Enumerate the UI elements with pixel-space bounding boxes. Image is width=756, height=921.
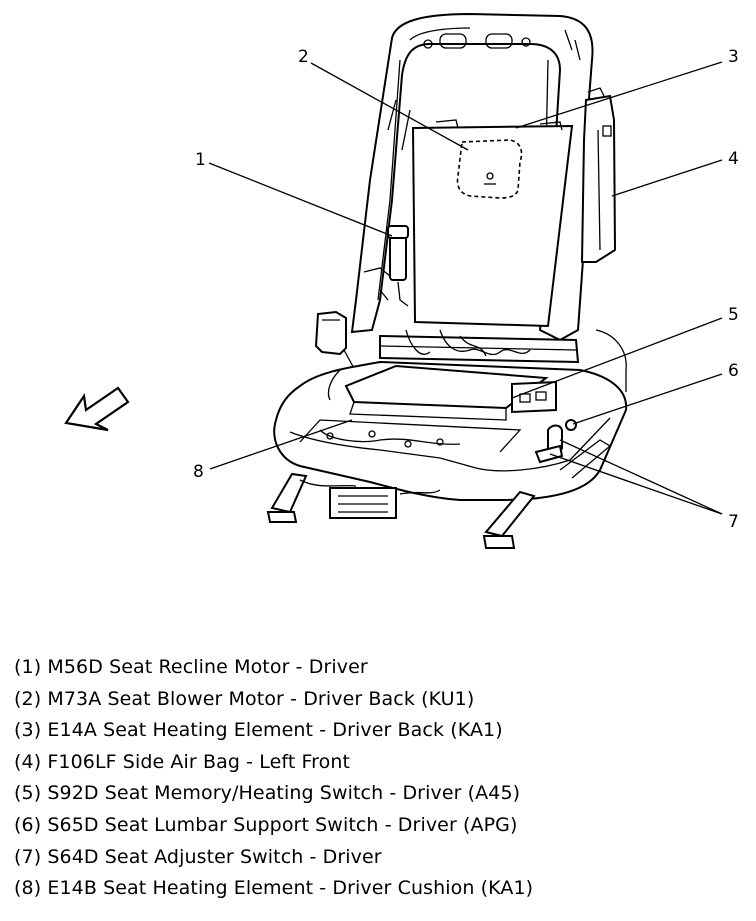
legend-item-7: (7) S64D Seat Adjuster Switch - Driver <box>14 845 382 868</box>
legend-item-8: (8) E14B Seat Heating Element - Driver C… <box>14 877 534 900</box>
callout-3: 3 <box>728 47 739 67</box>
seat-component-diagram: 1 2 3 4 5 6 7 8 <box>64 12 739 549</box>
legend-item-6: (6) S65D Seat Lumbar Support Switch - Dr… <box>14 813 518 836</box>
recline-motor <box>363 225 409 307</box>
callout-5: 5 <box>728 305 739 325</box>
seat-tracks <box>266 439 612 549</box>
callout-8: 8 <box>193 462 204 482</box>
legend-item-3: (3) E14A Seat Heating Element - Driver B… <box>14 719 503 742</box>
legend-item-5: (5) S92D Seat Memory/Heating Switch - Dr… <box>14 782 521 805</box>
callout-6: 6 <box>728 361 739 381</box>
callout-7: 7 <box>728 512 739 532</box>
side-air-bag <box>580 87 617 263</box>
seat-side-switches <box>534 419 577 464</box>
seat-back-frame <box>350 12 594 342</box>
seat-cross-tubes <box>379 329 580 364</box>
legend-item-4: (4) F106LF Side Air Bag - Left Front <box>14 750 351 773</box>
seat-back-heating-element <box>411 119 574 328</box>
callout-1: 1 <box>195 150 206 170</box>
seat-belt-buckle <box>314 310 357 373</box>
callout-4: 4 <box>728 149 739 169</box>
legend-item-2: (2) M73A Seat Blower Motor - Driver Back… <box>14 687 475 710</box>
seat-memory-heating-switch <box>511 380 557 414</box>
leader-lines <box>208 61 723 515</box>
seat-cushion-heating-element <box>299 364 549 453</box>
legend-item-1: (1) M56D Seat Recline Motor - Driver <box>14 656 368 678</box>
forward-arrow-icon <box>64 386 130 432</box>
component-legend: (1) M56D Seat Recline Motor - Driver (2)… <box>14 652 533 905</box>
seat-blower-motor <box>456 139 523 199</box>
callout-2: 2 <box>298 47 309 67</box>
